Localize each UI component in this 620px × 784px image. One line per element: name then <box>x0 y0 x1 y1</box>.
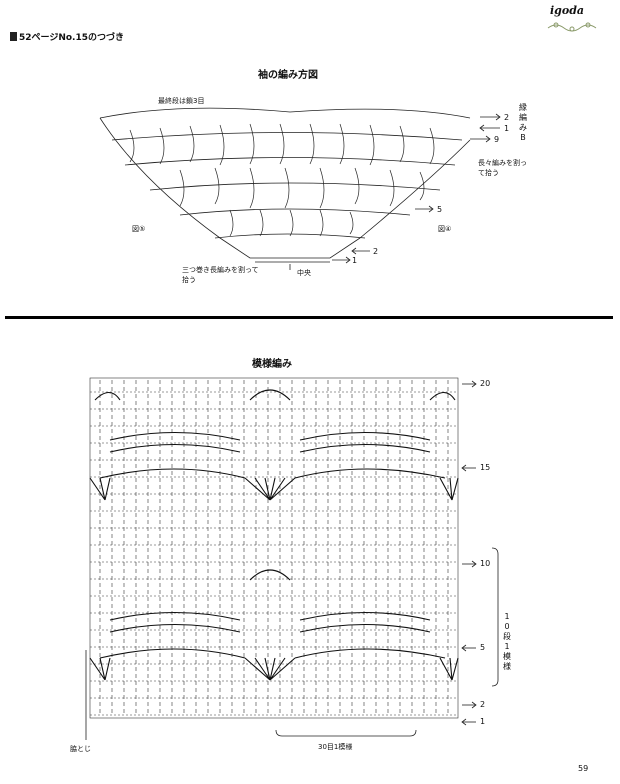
page-marker-icon <box>10 32 17 41</box>
pattern-row-num: 20 <box>480 379 491 388</box>
pattern-row-num: 15 <box>480 463 491 472</box>
repeat-rows-label: 10段1模様 <box>503 612 511 671</box>
sleeve-row-num: 2 <box>373 247 379 256</box>
pattern-row-num: 2 <box>480 700 486 709</box>
long-stitch-note: 長々編みを割って拾う <box>478 159 527 177</box>
pattern-title: 模様編み <box>252 359 292 370</box>
pattern-row-num: 5 <box>480 643 486 652</box>
sleeve-row-num: 1 <box>504 124 510 133</box>
sleeve-row-num: 1 <box>352 256 358 265</box>
edge-label: 縁編みB <box>519 103 527 142</box>
sleeve-row-num: 5 <box>437 205 443 214</box>
side-seam-label: 脇とじ <box>70 745 91 753</box>
page-number: 59 <box>578 764 589 773</box>
sleeve-title: 袖の編み方図 <box>258 70 318 81</box>
brand-logo: igoda <box>550 4 585 17</box>
left-figure-ref: 図⑤ <box>132 225 146 233</box>
continuation-note: 52ページNo.15のつづき <box>10 30 124 43</box>
repeat-stitches-label: 30目1模様 <box>318 743 353 751</box>
pattern-row-num: 10 <box>480 559 491 568</box>
bottom-left-note: 三つ巻き長編みを割って拾う <box>182 266 259 284</box>
section-divider <box>5 316 613 319</box>
sleeve-row-num: 9 <box>494 135 500 144</box>
pattern-row-num: 1 <box>480 717 486 726</box>
sleeve-top-note: 最終段は鎖3目 <box>158 97 205 105</box>
center-label: 中央 <box>297 269 311 277</box>
sleeve-row-num: 2 <box>504 113 510 122</box>
right-figure-ref: 図④ <box>438 225 452 233</box>
